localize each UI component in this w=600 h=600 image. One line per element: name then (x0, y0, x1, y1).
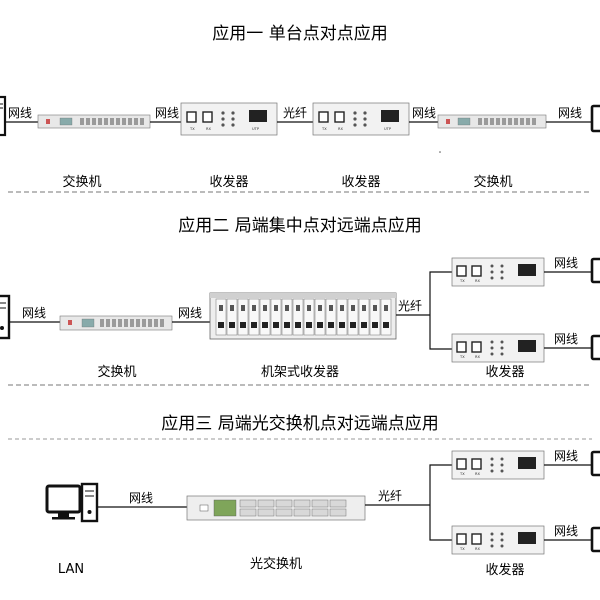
tx-port-label: TX (459, 547, 465, 551)
transceiver-caption: 收发器 (485, 562, 524, 578)
transceiver-device: TX RX (451, 525, 545, 555)
section-1-diagram: 网线 交换机 网线 TX RX UTP 收发器 (0, 95, 600, 190)
tx-port-label: TX (459, 355, 465, 359)
section-2-title: 应用二 局端集中点对远端点应用 (178, 216, 421, 236)
computer-icon (0, 95, 7, 137)
cable-label-wire: 网线 (22, 306, 46, 320)
section-1-title: 应用一 单台点对点应用 (212, 24, 387, 44)
cable-label-wire: 网线 (155, 106, 179, 120)
monitor-icon (590, 334, 600, 361)
transceiver-device: TX RX UTP (180, 102, 278, 136)
cable-label-wire: 网线 (554, 332, 578, 346)
cable-label-wire: 网线 (554, 449, 578, 463)
lan-caption: LAN (58, 562, 84, 577)
computer-icon (0, 294, 11, 340)
lan-computer-icon (45, 482, 99, 523)
transceiver-device: TX RX (451, 450, 545, 480)
switch-device (59, 315, 173, 331)
tx-port-label: TX (459, 472, 465, 476)
rx-port-label: RX (475, 279, 480, 283)
switch-caption: 交换机 (473, 174, 512, 190)
cable-label-wire: 网线 (129, 491, 153, 505)
monitor-icon (590, 104, 600, 133)
tx-port-label: TX (189, 127, 195, 131)
cable-label-wire: 网线 (178, 306, 202, 320)
rx-port-label: RX (475, 355, 480, 359)
tx-port-label: TX (321, 127, 327, 131)
switch-caption: 交换机 (62, 174, 101, 190)
switch-device (37, 114, 151, 129)
switch-device (437, 114, 547, 129)
cable-label-wire: 网线 (8, 106, 32, 120)
cable-label-fiber: 光纤 (398, 299, 422, 313)
transceiver-caption: 收发器 (209, 174, 248, 190)
transceiver-device: TX RX UTP (312, 102, 410, 136)
utp-port-label: UTP (384, 127, 392, 131)
transceiver-device: TX RX (451, 257, 545, 287)
rx-port-label: RX (475, 547, 480, 551)
fiber-branch-top (429, 271, 452, 315)
rx-port-label: RX (206, 127, 211, 131)
optical-switch-caption: 光交换机 (250, 556, 302, 572)
rack-transceiver-caption: 机架式收发器 (261, 364, 339, 380)
section-3-diagram: LAN 网线 光交换机 光纤 (45, 449, 600, 578)
cable-label-wire: 网线 (412, 106, 436, 120)
tx-port-label: TX (459, 279, 465, 283)
section-3-title: 应用三 局端光交换机点对远端点应用 (161, 414, 438, 434)
optical-switch-device (186, 495, 366, 521)
transceiver-device: TX RX (451, 333, 545, 363)
fiber-branch-bottom (429, 315, 452, 350)
monitor-icon (590, 257, 600, 284)
cable-label-wire: 网线 (554, 256, 578, 270)
rx-port-label: RX (338, 127, 343, 131)
fiber-branch-bottom (429, 505, 452, 541)
section-2-diagram: 网线 交换机 网线 (0, 256, 600, 380)
transceiver-caption: 收发器 (341, 174, 380, 190)
cable-label-fiber: 光纤 (283, 106, 307, 120)
switch-caption: 交换机 (97, 364, 136, 380)
monitor-icon (590, 450, 600, 477)
utp-port-label: UTP (252, 127, 260, 131)
cable-label-fiber: 光纤 (378, 489, 402, 503)
fiber-branch-top (429, 464, 452, 505)
cable-label-wire: 网线 (554, 524, 578, 538)
cable-label-wire: 网线 (558, 106, 582, 120)
rx-port-label: RX (475, 472, 480, 476)
rack-chassis-device (209, 292, 397, 340)
monitor-icon (590, 526, 600, 553)
transceiver-caption: 收发器 (485, 364, 524, 380)
